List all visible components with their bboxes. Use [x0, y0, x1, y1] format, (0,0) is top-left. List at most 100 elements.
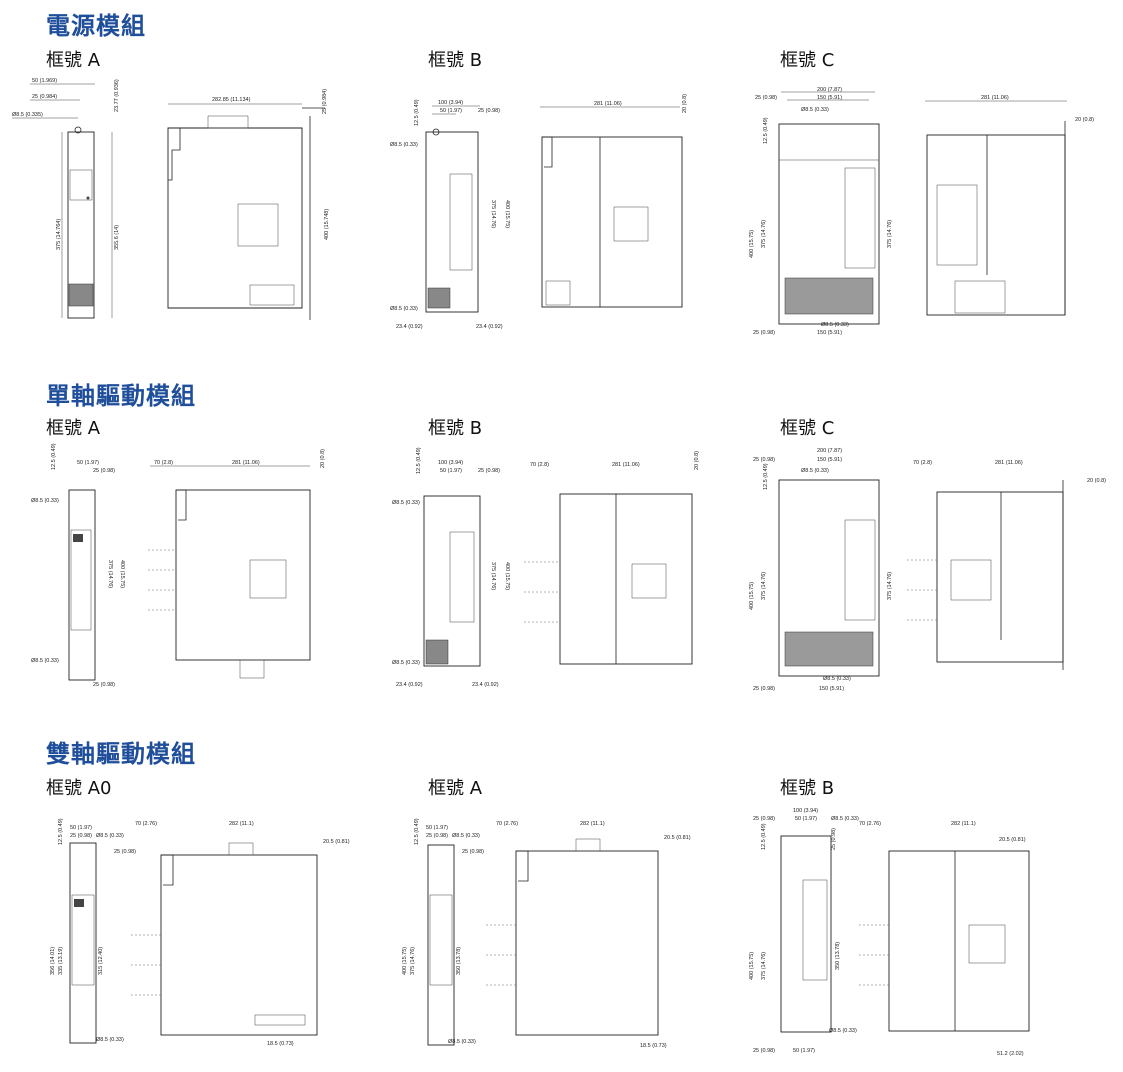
- dual-a-side-view: 70 (2.76) 282 (11.1) 20.5 (0.81) 18.5 (0…: [486, 821, 691, 1049]
- single-b-side-view: 70 (2.8) 281 (11.06) 20 (0.8): [524, 451, 700, 665]
- dim-label: Ø8.5 (0.33): [801, 468, 829, 474]
- dim-label: 281 (11.06): [594, 101, 622, 107]
- dim-label: 50 (1.97): [793, 1048, 815, 1054]
- dim-label: 400 (15.75): [749, 582, 755, 610]
- frame-label-single-b: 框號 B: [428, 418, 483, 439]
- power-a-front-view: 50 (1.969) 25 (0.984) Ø8.5 (0.335) 23.77…: [12, 78, 120, 319]
- dim-label: 25 (0.98): [114, 849, 136, 855]
- dim-label: 282 (11.1): [951, 821, 976, 827]
- single-c-front-view: 200 (7.87) 150 (5.91) 25 (0.98) Ø8.5 (0.…: [749, 448, 893, 692]
- single-a-front-view: 12.5 (0.49) 50 (1.97) 25 (0.98) Ø8.5 (0.…: [31, 443, 125, 688]
- dim-label: 356 (14.01): [50, 947, 56, 975]
- dim-label: 23.4 (0.92): [476, 324, 503, 330]
- dim-label: Ø8.5 (0.33): [829, 1028, 857, 1034]
- frame-label-single-c: 框號 C: [780, 418, 835, 439]
- dim-label: 375 (14.76): [761, 572, 767, 600]
- dim-label: 25 (0.98): [753, 457, 775, 463]
- dim-label: 150 (5.91): [819, 686, 844, 692]
- dim-label: 282 (11.1): [229, 821, 254, 827]
- dim-label: 70 (2.76): [859, 821, 881, 827]
- dim-label: 23.77 (0.936): [114, 79, 120, 112]
- dim-label: Ø8.5 (0.33): [31, 498, 59, 504]
- dim-label: 375 (14.76): [490, 200, 496, 228]
- dim-label: 50 (1.97): [426, 825, 448, 831]
- dual-a-front-view: 50 (1.97) 25 (0.98) Ø8.5 (0.33) 12.5 (0.…: [402, 818, 484, 1046]
- dim-label: 400 (15.748): [324, 209, 330, 240]
- power-b-side-view: 281 (11.06) 20 (0.8): [540, 94, 688, 308]
- dim-label: 335 (13.19): [58, 947, 64, 975]
- dim-label: 281 (11.06): [232, 460, 260, 466]
- dim-label: Ø8.5 (0.33): [392, 500, 420, 506]
- dim-label: 25 (0.984): [322, 89, 328, 114]
- dim-label: 12.5 (0.49): [416, 447, 422, 474]
- dual-a0-front-view: 50 (1.97) 25 (0.98) Ø8.5 (0.33) 12.5 (0.…: [50, 818, 136, 1044]
- frame-label-power-c: 框號 C: [780, 50, 835, 71]
- dim-label: 282 (11.1): [580, 821, 605, 827]
- dim-label: 100 (3.94): [438, 460, 463, 466]
- dim-label: 25 (0.98): [753, 816, 775, 822]
- dim-label: 20.5 (0.81): [999, 837, 1026, 843]
- dim-label: 375 (14.76): [887, 220, 893, 248]
- dim-label: 350 (13.78): [456, 947, 462, 975]
- dim-label: 25 (0.98): [478, 108, 500, 114]
- dim-label: 350 (13.78): [835, 942, 841, 970]
- dim-label: 20.5 (0.81): [664, 835, 691, 841]
- dim-label: 281 (11.06): [981, 95, 1009, 101]
- frame-label-power-b: 框號 B: [428, 50, 483, 71]
- dual-b-front-view: 100 (3.94) 50 (1.97) 25 (0.98) Ø8.5 (0.3…: [749, 808, 859, 1054]
- dual-a0-side-view: 70 (2.76) 282 (11.1) 20.5 (0.81) 18.5 (0…: [131, 821, 350, 1047]
- dim-label: 100 (3.94): [793, 808, 818, 814]
- dim-label: 20.5 (0.81): [323, 839, 350, 845]
- dim-label: 100 (3.94): [438, 100, 463, 106]
- dim-label: 25 (0.98): [70, 833, 92, 839]
- dim-label: 50 (1.97): [77, 460, 99, 466]
- dim-label: 25 (0.98): [753, 330, 775, 336]
- dim-label: 400 (15.75): [119, 560, 125, 588]
- dim-label: 400 (15.75): [402, 947, 408, 975]
- dim-label: 400 (15.75): [749, 230, 755, 258]
- frame-label-power-a: 框號 A: [46, 50, 101, 71]
- dim-label: Ø8.5 (0.33): [390, 142, 418, 148]
- dim-label: Ø8.5 (0.33): [96, 833, 124, 839]
- dim-label: 200 (7.87): [817, 87, 842, 93]
- single-b-front-view: 12.5 (0.49) 100 (3.94) 50 (1.97) 25 (0.9…: [392, 447, 510, 688]
- power-c-front-view: 200 (7.87) 150 (5.91) 25 (0.98) Ø8.5 (0.…: [749, 87, 893, 336]
- dim-label: 12.5 (0.49): [51, 443, 57, 470]
- dim-label: Ø8.5 (0.33): [96, 1037, 124, 1043]
- power-a-side-view: 282.85 (11.134) 25 (0.984) 400 (15.748): [167, 89, 330, 320]
- power-b-front-view: 100 (3.94) 50 (1.97) 25 (0.98) 12.5 (0.4…: [390, 99, 510, 330]
- dim-label: 25 (0.98): [478, 468, 500, 474]
- dim-label: 12.5 (0.49): [763, 463, 769, 490]
- dim-label: 50 (1.97): [70, 825, 92, 831]
- dim-label: 12.5 (0.49): [414, 818, 420, 845]
- dim-label: 23.4 (0.92): [396, 324, 423, 330]
- dim-label: 25 (0.98): [426, 833, 448, 839]
- dim-label: 70 (2.76): [496, 821, 518, 827]
- frame-label-single-a: 框號 A: [46, 418, 101, 439]
- dim-label: 12.5 (0.49): [763, 117, 769, 144]
- dim-label: 150 (5.91): [817, 330, 842, 336]
- dim-label: 25 (0.98): [755, 95, 777, 101]
- dim-label: 25 (0.984): [32, 94, 57, 100]
- dim-label: Ø8.5 (0.33): [801, 107, 829, 113]
- single-a-side-view: 70 (2.8) 281 (11.06) 20 (0.8): [148, 449, 326, 679]
- dim-label: 25 (0.98): [753, 1048, 775, 1054]
- dim-label: 12.5 (0.49): [58, 818, 64, 845]
- dim-label: 375 (14.76): [107, 560, 113, 588]
- dim-label: 50 (1.97): [440, 108, 462, 114]
- dim-label: 12.5 (0.49): [761, 823, 767, 850]
- dim-label: 50 (1.97): [440, 468, 462, 474]
- dim-label: 23.4 (0.92): [396, 682, 423, 688]
- dim-label: 315 (12.40): [98, 947, 104, 975]
- power-c-side-view: 281 (11.06) 20 (0.8): [925, 95, 1094, 316]
- dim-label: 25 (0.98): [753, 686, 775, 692]
- dim-label: 200 (7.87): [817, 448, 842, 454]
- dim-label: 355.6 (14): [114, 225, 120, 250]
- section-title-power-module: 電源模組: [46, 12, 146, 40]
- single-c-side-view: 70 (2.8) 281 (11.06) 20 (0.8): [907, 460, 1106, 670]
- dim-label: 50 (1.97): [795, 816, 817, 822]
- dim-label: 20 (0.8): [682, 94, 688, 113]
- dim-label: 281 (11.06): [612, 462, 640, 468]
- dim-label: 25 (0.98): [831, 828, 837, 850]
- dim-label: 375 (14.76): [410, 947, 416, 975]
